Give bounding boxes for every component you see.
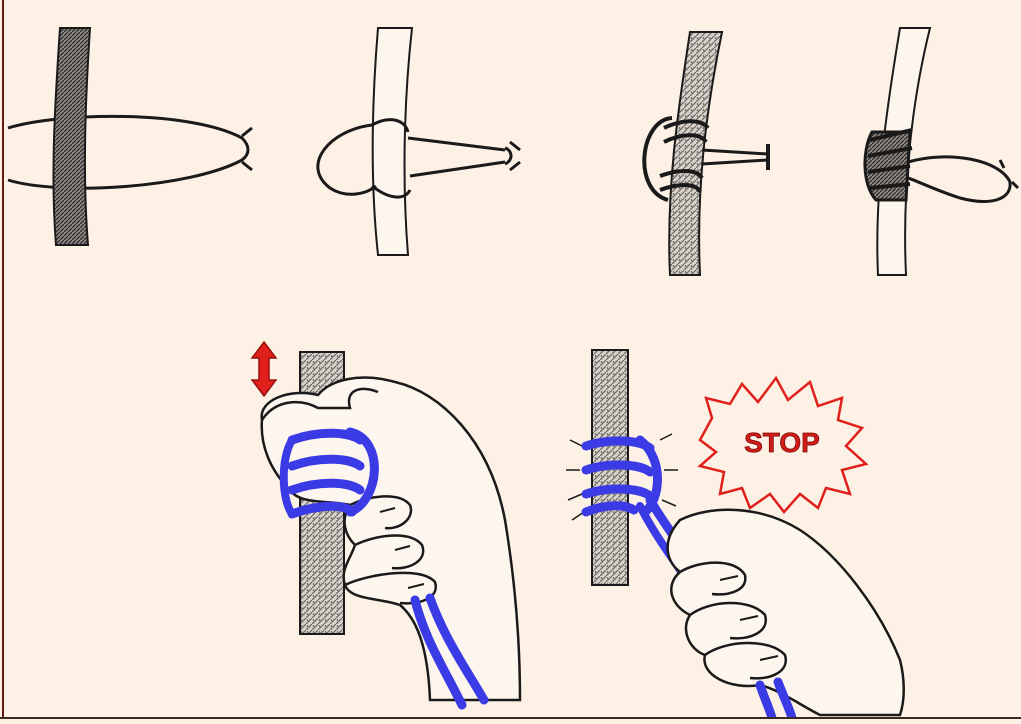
stop-burst: STOP <box>700 378 866 512</box>
step-4-finished-prusik <box>865 28 1018 275</box>
step-2-loop-around-rope <box>318 28 520 255</box>
double-arrow-up-down-icon <box>252 342 276 396</box>
left-border-line <box>2 0 4 719</box>
hand-sliding-knot-illustration <box>262 352 520 705</box>
stop-label: STOP <box>744 427 820 458</box>
step-1-loop-behind-rope <box>8 28 252 245</box>
step-3-wraps-forming <box>644 32 768 275</box>
